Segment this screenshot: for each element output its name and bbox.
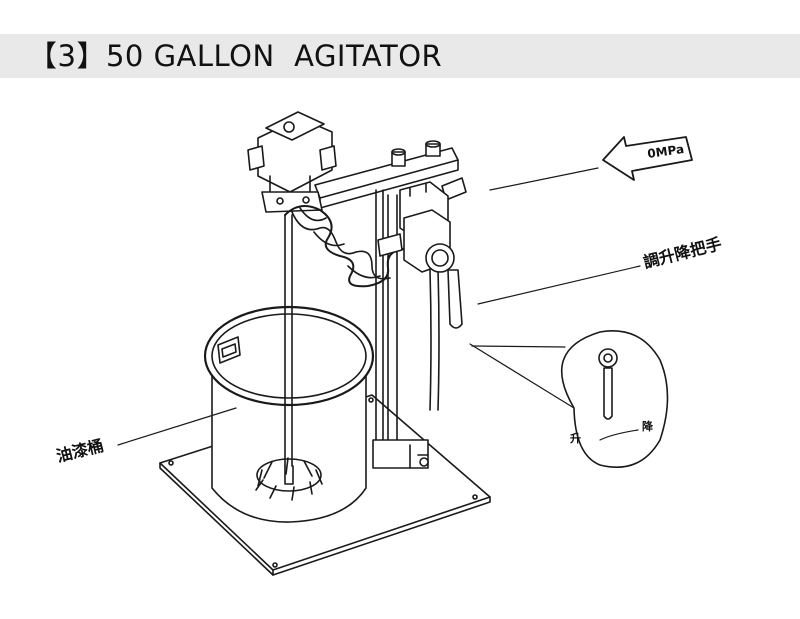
raise-label: 升 — [570, 431, 581, 445]
page-title: 【3】50 GALLON AGITATOR — [28, 39, 443, 73]
impeller — [255, 457, 323, 501]
paint-bucket — [203, 305, 375, 523]
lift-handle-label: 調升降把手 — [641, 234, 723, 272]
regulator-valve — [377, 181, 463, 329]
air-motor — [247, 111, 337, 213]
leader-lines — [117, 167, 641, 446]
detail-callout — [560, 330, 669, 469]
pressure-label: 0MPa — [646, 142, 684, 161]
paint-bucket-label: 油漆桶 — [54, 436, 105, 466]
pressure-arrow — [602, 136, 693, 181]
title-bar: 【3】50 GALLON AGITATOR — [0, 34, 800, 78]
lower-label: 降 — [642, 419, 654, 433]
mixer-shaft — [284, 214, 293, 467]
